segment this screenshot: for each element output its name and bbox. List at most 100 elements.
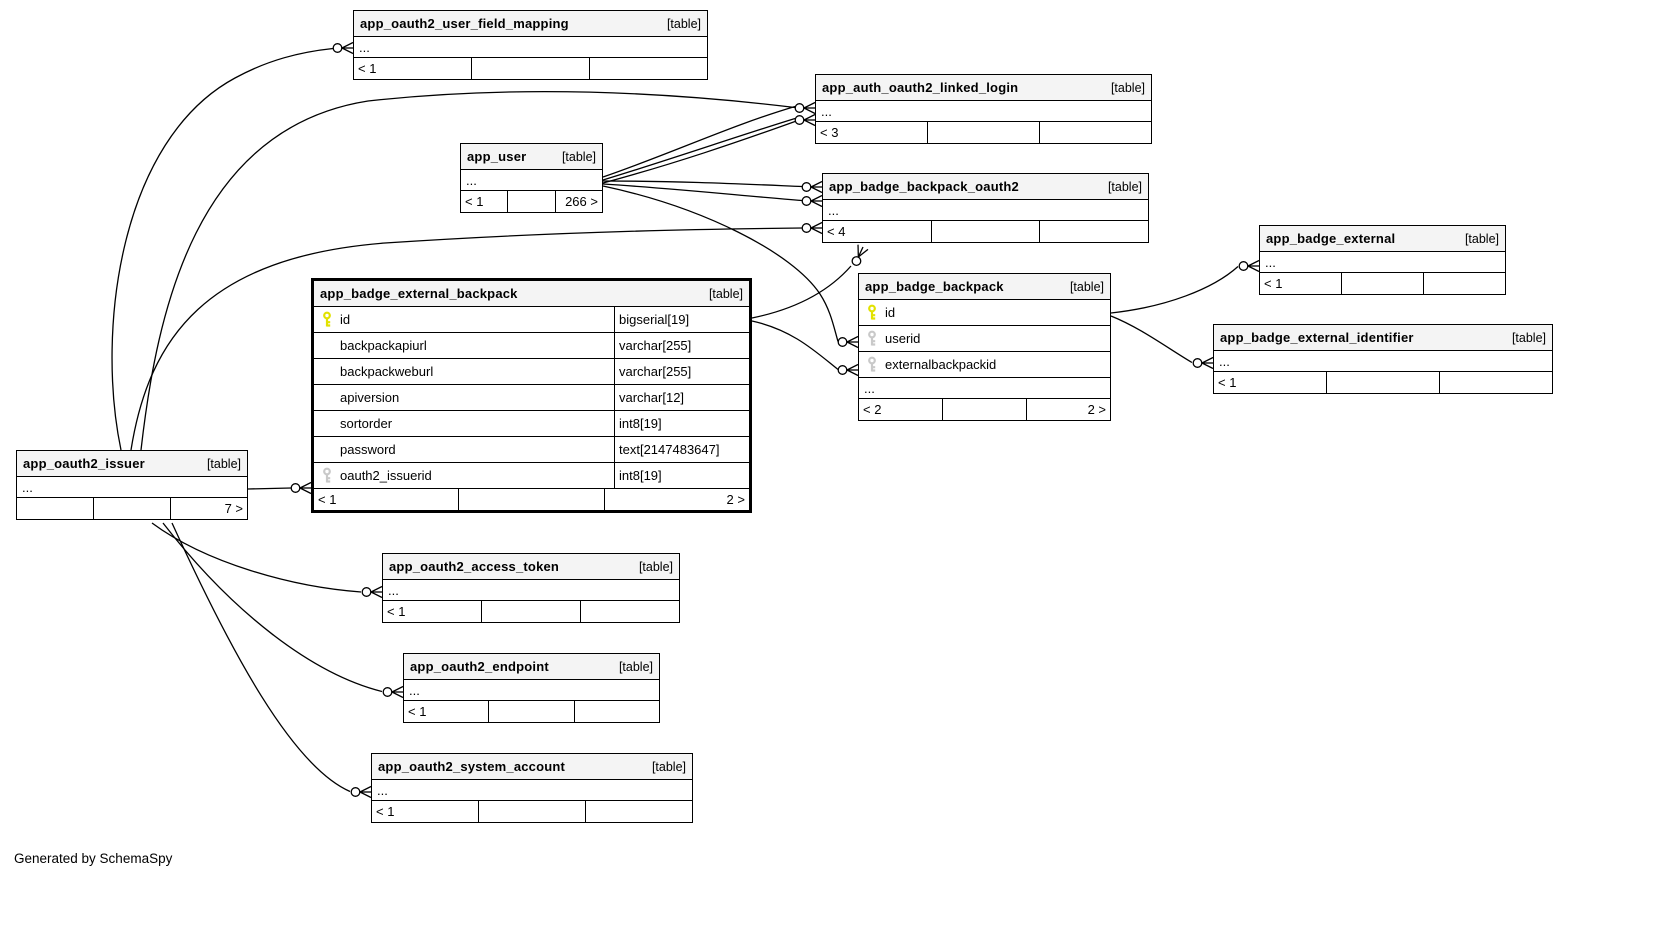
primary-key-icon <box>314 311 340 328</box>
table-app_auth_oauth2_linked_login[interactable]: app_auth_oauth2_linked_login[table]...< … <box>815 74 1152 144</box>
column-type: varchar[255] <box>614 333 749 358</box>
table-header[interactable]: app_badge_external_backpack[table] <box>314 281 749 307</box>
crowfoot-connector <box>332 41 354 55</box>
table-name: app_badge_external <box>1266 231 1396 246</box>
footer-cell <box>508 191 556 212</box>
table-header[interactable]: app_oauth2_system_account[table] <box>372 754 692 780</box>
footer-cell: 2 > <box>1087 402 1106 417</box>
table-app_badge_external[interactable]: app_badge_external[table]...< 1 <box>1259 225 1506 295</box>
table-app_badge_backpack_oauth2[interactable]: app_badge_backpack_oauth2[table]...< 4 <box>822 173 1149 243</box>
relationship-line <box>602 183 803 202</box>
crowfoot-connector <box>361 585 383 599</box>
table-footer: < 4 <box>823 221 1148 242</box>
hidden-columns-ellipsis: ... <box>823 200 1148 221</box>
relationship-line <box>602 185 839 342</box>
table-app_oauth2_access_token[interactable]: app_oauth2_access_token[table]...< 1 <box>382 553 680 623</box>
column-row-id: id <box>859 300 1110 326</box>
hidden-columns-ellipsis: ... <box>461 170 602 191</box>
key-icon <box>323 311 331 327</box>
table-app_oauth2_user_field_mapping[interactable]: app_oauth2_user_field_mapping[table]...<… <box>353 10 708 80</box>
table-name: app_badge_backpack <box>865 279 1004 294</box>
relationship-line <box>162 522 383 693</box>
table-name: app_oauth2_user_field_mapping <box>360 16 569 31</box>
footer-cell <box>94 498 171 519</box>
column-type: bigserial[19] <box>614 307 749 332</box>
table-footer: 7 > <box>17 498 247 519</box>
table-header[interactable]: app_badge_backpack_oauth2[table] <box>823 174 1148 200</box>
column-name: userid <box>885 331 921 346</box>
key-icon <box>868 330 876 346</box>
foreign-key-icon <box>859 356 885 373</box>
foreign-key-icon <box>859 330 885 347</box>
column-row-userid: userid <box>859 326 1110 352</box>
table-footer: < 1 <box>383 601 679 622</box>
table-header[interactable]: app_badge_backpack [table] <box>859 274 1110 300</box>
column-row-oauth2_issuerid: oauth2_issuerid int8[19] <box>314 463 749 489</box>
column-row-backpackapiurl: backpackapiurl varchar[255] <box>314 333 749 359</box>
table-header[interactable]: app_oauth2_issuer [table] <box>17 451 247 477</box>
table-header[interactable]: app_oauth2_access_token[table] <box>383 554 679 580</box>
table-type-label: [table] <box>651 759 686 774</box>
crowfoot-connector <box>350 785 372 799</box>
table-app_oauth2_system_account[interactable]: app_oauth2_system_account[table]...< 1 <box>371 753 693 823</box>
crowfoot-connector <box>794 101 816 115</box>
crowfoot-connector <box>837 335 859 349</box>
table-name: app_auth_oauth2_linked_login <box>822 80 1019 95</box>
relationship-line <box>751 320 839 371</box>
footer-cell: 2 > <box>726 492 745 507</box>
table-app_oauth2_issuer[interactable]: app_oauth2_issuer[table]...7 > <box>16 450 248 520</box>
hidden-columns-ellipsis: ... <box>859 378 1110 399</box>
footer-cell <box>479 801 586 822</box>
column-row-externalbackpackid: externalbackpackid <box>859 352 1110 378</box>
column-row-id: id bigserial[19] <box>314 307 749 333</box>
column-type: int8[19] <box>614 463 749 488</box>
column-name: password <box>340 442 396 457</box>
relationship-line <box>1110 315 1193 364</box>
relationship-line <box>130 227 803 451</box>
table-header[interactable]: app_badge_external[table] <box>1260 226 1505 252</box>
table-app_badge_backpack[interactable]: app_badge_backpack [table] id userid externa… <box>858 273 1111 421</box>
relationship-line <box>171 522 351 793</box>
table-app_badge_external_backpack[interactable]: app_badge_external_backpack[table]id bigs… <box>311 278 752 513</box>
relationship-line <box>602 117 796 181</box>
column-name: oauth2_issuerid <box>340 468 432 483</box>
table-header[interactable]: app_oauth2_user_field_mapping[table] <box>354 11 707 37</box>
footer-cell: < 1 <box>372 801 479 822</box>
table-type-label: [table] <box>206 456 241 471</box>
table-app_oauth2_endpoint[interactable]: app_oauth2_endpoint[table]...< 1 <box>403 653 660 723</box>
table-header[interactable]: app_auth_oauth2_linked_login[table] <box>816 75 1151 101</box>
column-type: int8[19] <box>614 411 749 436</box>
table-type-label: [table] <box>618 659 653 674</box>
crowfoot-connector <box>851 244 869 266</box>
table-footer: < 1 <box>404 701 659 722</box>
relationship-line <box>751 265 852 319</box>
footer-cell <box>482 601 581 622</box>
relationship-line <box>247 487 292 490</box>
relationship-line <box>602 120 796 184</box>
column-name: backpackapiurl <box>340 338 427 353</box>
footer-cell: < 1 <box>354 58 472 79</box>
hidden-columns-ellipsis: ... <box>1214 351 1552 372</box>
table-header[interactable]: app_oauth2_endpoint[table] <box>404 654 659 680</box>
table-header[interactable]: app_badge_external_identifier[table] <box>1214 325 1552 351</box>
footer-cell <box>1440 372 1552 393</box>
table-app_badge_external_identifier[interactable]: app_badge_external_identifier[table]...<… <box>1213 324 1553 394</box>
table-footer: < 1 <box>354 58 707 79</box>
table-name: app_user <box>467 149 527 164</box>
key-icon <box>323 467 331 483</box>
crowfoot-connector <box>794 113 816 127</box>
table-footer: < 3 <box>816 122 1151 143</box>
table-name: app_badge_backpack_oauth2 <box>829 179 1019 194</box>
table-footer: < 1 <box>1260 273 1505 294</box>
table-header[interactable]: app_user[table] <box>461 144 602 170</box>
column-name: id <box>340 312 351 327</box>
table-type-label: [table] <box>1069 279 1104 294</box>
table-name: app_oauth2_issuer <box>23 456 145 471</box>
relationship-line <box>602 180 803 188</box>
relationship-line <box>1110 266 1239 314</box>
